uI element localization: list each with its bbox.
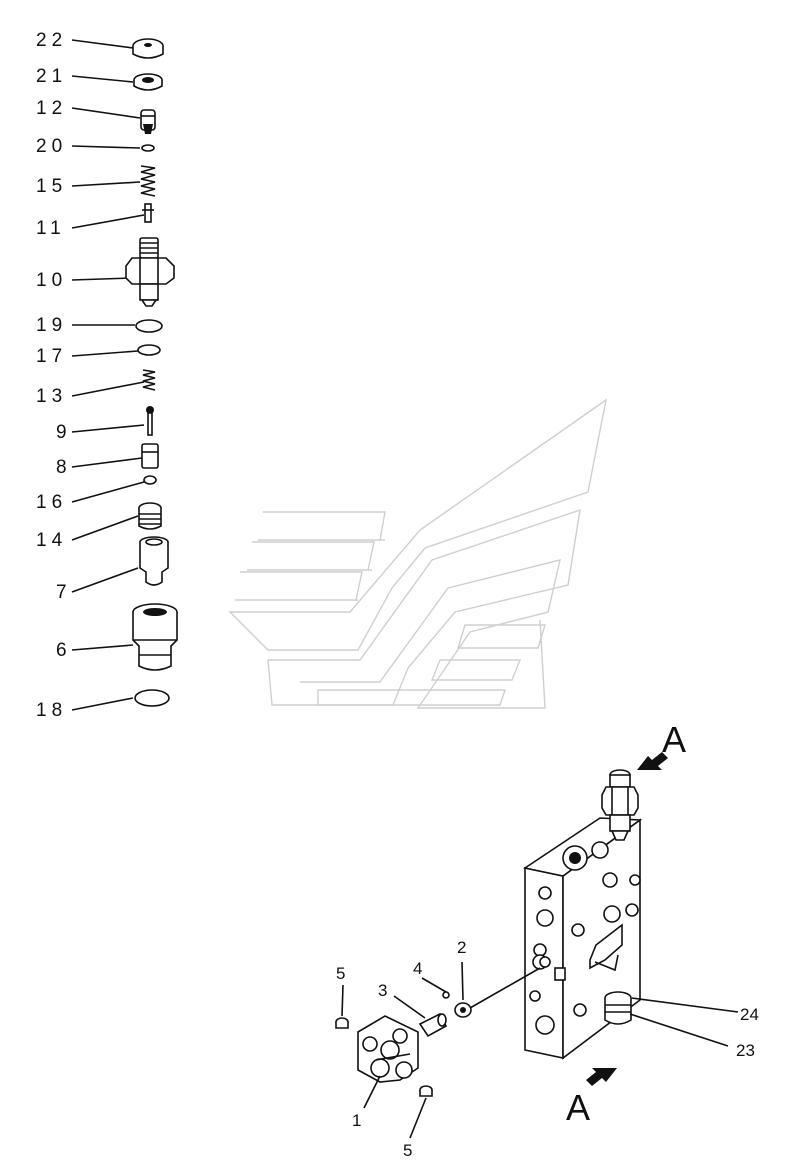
callout-5-bottom: 5: [403, 1141, 412, 1160]
callout-18: 18: [36, 700, 67, 721]
part-14-plug: [138, 502, 162, 530]
callout-15: 15: [36, 176, 67, 197]
part-22-cap: [132, 38, 164, 59]
part-18-oring: [134, 689, 170, 707]
callout-6: 6: [56, 640, 72, 661]
callout-2: 2: [457, 938, 466, 957]
part-17-backup-ring: [137, 344, 161, 356]
callout-19: 19: [36, 315, 67, 336]
callout-3: 3: [378, 981, 387, 1000]
callout-24: 24: [740, 1005, 759, 1024]
column-leaders: [71, 39, 145, 711]
part-9-pin: [146, 406, 154, 436]
callout-16: 16: [36, 492, 67, 513]
part-6-body: [132, 603, 178, 671]
part-13-spring: [142, 369, 156, 391]
part-8-piston: [141, 443, 159, 469]
watermark-logo: [228, 398, 608, 709]
callout-12: 12: [36, 98, 67, 119]
part-4-ball: [442, 991, 450, 999]
view-arrow-top: [637, 752, 668, 770]
callout-11: 11: [36, 218, 66, 239]
part-21-nut: [133, 73, 163, 91]
view-arrow-bottom: [586, 1068, 617, 1086]
column-labels: 22 21 12 20 15 11 10 19 17 13 9 8 16 14 7 6 18: [36, 30, 72, 721]
part-20-oring: [141, 144, 155, 152]
part-16-oring: [143, 475, 157, 485]
part-7-sleeve: [139, 536, 169, 586]
callout-21: 21: [36, 66, 67, 87]
part-23-24-plug: [604, 991, 632, 1025]
part-11-poppet: [142, 203, 154, 223]
callout-17: 17: [36, 346, 67, 367]
callout-1: 1: [352, 1111, 361, 1130]
view-marker-bottom: A: [566, 1087, 590, 1128]
callout-9: 9: [56, 422, 72, 443]
assembly-leaders: [341, 961, 739, 1139]
callout-14: 14: [36, 530, 67, 551]
callout-10: 10: [36, 270, 67, 291]
callout-13: 13: [36, 386, 67, 407]
callout-23: 23: [736, 1041, 755, 1060]
relief-valve-top: [601, 769, 639, 841]
callout-22: 22: [36, 30, 67, 51]
part-15-spring: [140, 165, 156, 197]
callout-20: 20: [36, 136, 67, 157]
part-1-cover: [357, 1015, 419, 1083]
part-5-screws: [335, 1017, 433, 1097]
part-19-oring: [135, 319, 163, 333]
callout-7: 7: [56, 582, 72, 603]
part-3-sleeve: [418, 1012, 448, 1038]
callout-5-top: 5: [336, 964, 345, 983]
callout-4: 4: [413, 959, 422, 978]
part-2-seat: [454, 1002, 472, 1018]
view-marker-top: A: [662, 719, 686, 760]
part-10-valve-body: [125, 237, 175, 307]
callout-8: 8: [56, 457, 72, 478]
part-12-plug: [140, 109, 156, 134]
